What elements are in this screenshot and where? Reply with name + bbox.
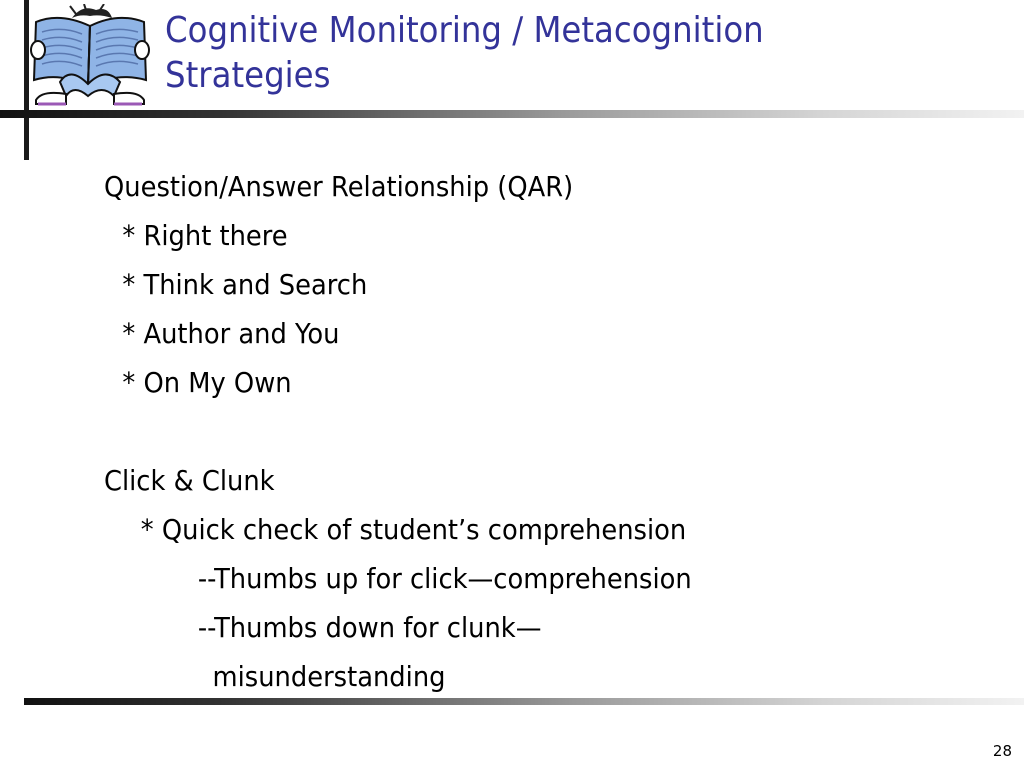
click-clunk-heading: Click & Clunk — [104, 464, 275, 497]
title-divider — [0, 110, 1024, 118]
qar-heading: Question/Answer Relationship (QAR) — [104, 170, 574, 203]
slide-title: Cognitive Monitoring / Metacognition Str… — [165, 10, 764, 96]
click-clunk-subitem: --Thumbs down for clunk— — [197, 611, 542, 644]
page-number: 28 — [992, 742, 1012, 760]
spacer — [104, 407, 914, 456]
reading-child-icon — [30, 4, 150, 106]
slide-body: Question/Answer Relationship (QAR) * Rig… — [104, 162, 914, 701]
click-clunk-subitem: misunderstanding — [212, 660, 446, 693]
click-clunk-subitem: --Thumbs up for click—comprehension — [197, 562, 692, 595]
qar-item: * On My Own — [122, 366, 292, 399]
qar-item: * Right there — [122, 219, 288, 252]
left-vertical-rule — [24, 0, 29, 160]
click-clunk-item: * Quick check of student’s comprehension — [140, 513, 687, 546]
qar-item: * Author and You — [122, 317, 340, 350]
qar-item: * Think and Search — [122, 268, 368, 301]
footer-divider — [24, 698, 1024, 705]
